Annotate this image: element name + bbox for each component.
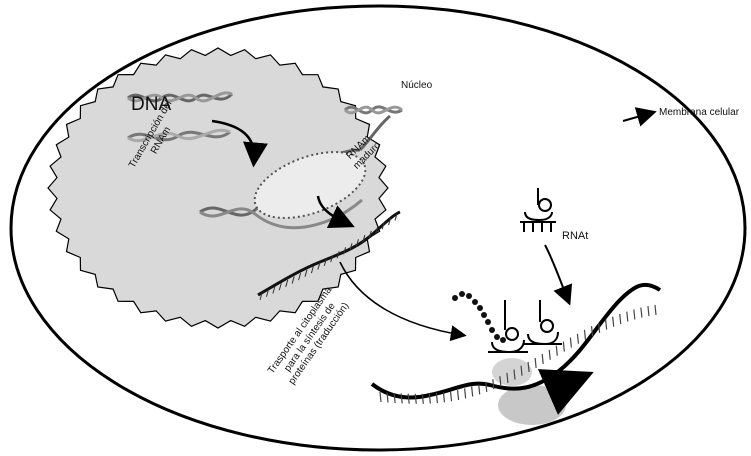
membrane-label: Membrana celular <box>659 107 739 119</box>
ribosome-small <box>492 358 532 386</box>
nucleus-label: Núcleo <box>401 80 432 92</box>
trna-label: RNAt <box>562 230 588 243</box>
